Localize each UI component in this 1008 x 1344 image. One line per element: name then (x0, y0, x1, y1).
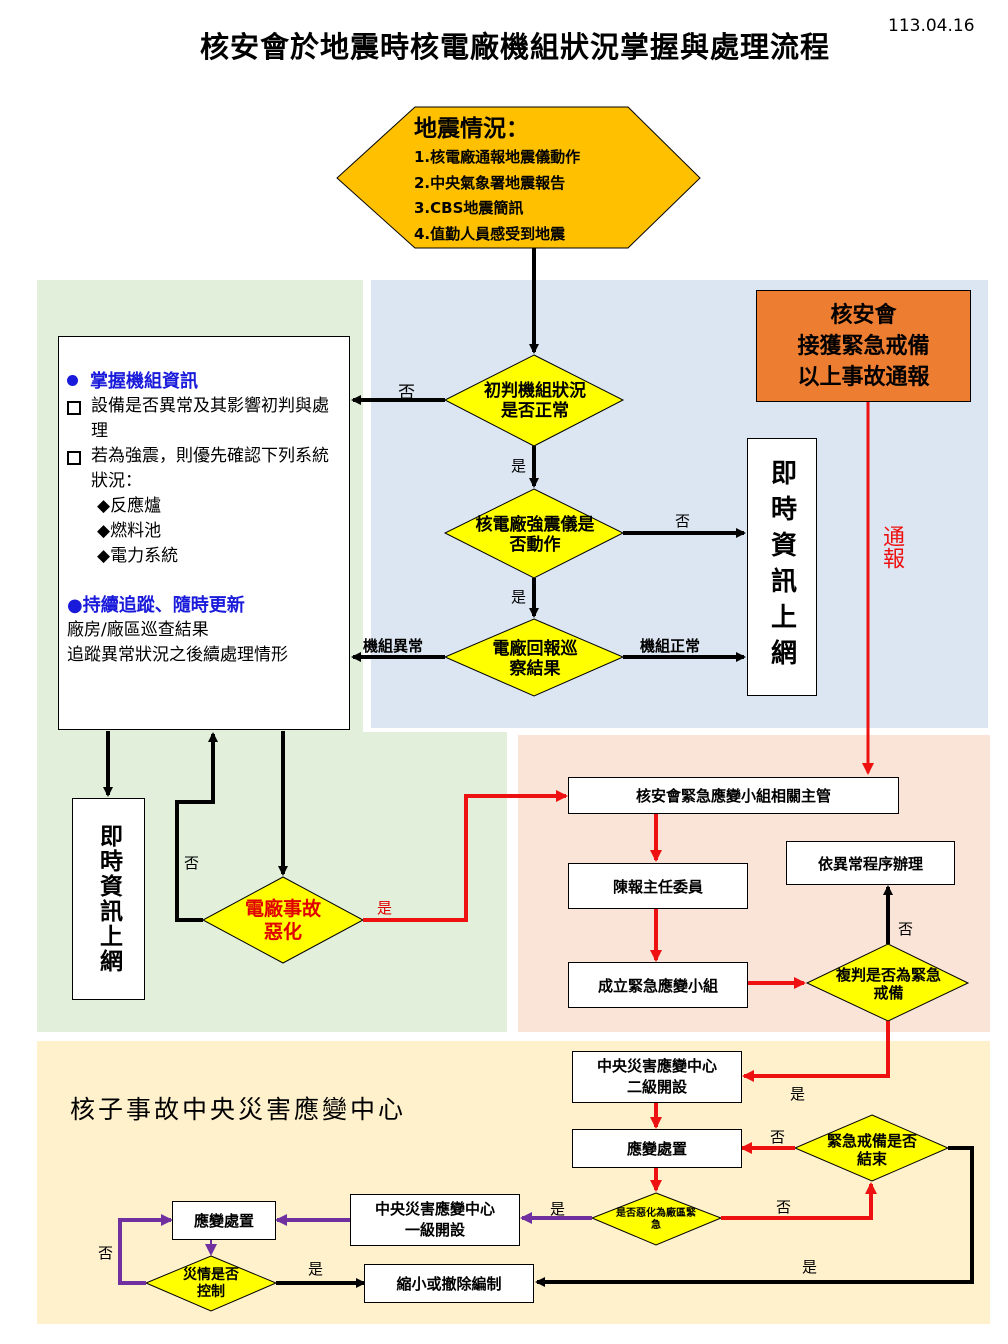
arrow-worsen-site-no (721, 1182, 877, 1220)
label-no: 否 (776, 1198, 792, 1216)
start-hexagon (336, 106, 701, 249)
diamond-recheck-alert (805, 943, 970, 1022)
realtime-online-box-left: 即時資訊上網 (72, 798, 145, 1000)
info-line: 廠房/廠區巡查結果 (67, 620, 209, 640)
diamond-initial-check (443, 354, 625, 447)
document-date: 113.04.16 (888, 16, 975, 36)
diamond-alert-ended (793, 1114, 950, 1182)
nsc-notified-box: 核安會 接獲緊急戒備 以上事故通報 (756, 290, 971, 402)
label-no: 否 (98, 1244, 114, 1262)
label-yes: 是 (308, 1260, 324, 1278)
response-action-box-1: 應變處置 (572, 1129, 742, 1168)
start-item: 2.中央氣象署地震報告 (414, 173, 566, 192)
info-item: 若為強震，則優先確認下列系統狀況： (67, 444, 339, 494)
label-yes: 是 (377, 899, 393, 917)
arrow-recheck-yes (742, 1021, 890, 1082)
info-section-title: ●持續追蹤、隨時更新 (67, 595, 245, 616)
system-item: ◆電力系統 (97, 546, 179, 566)
center-level2-box: 中央災害應變中心 二級開設 (572, 1051, 742, 1103)
diamond-seismometer (443, 488, 625, 579)
label-notify: 通報 (879, 525, 904, 569)
abnormal-procedure-box: 依異常程序辦理 (786, 841, 955, 885)
form-team-box: 成立緊急應變小組 (568, 962, 748, 1008)
start-item: 4.值勤人員感受到地震 (414, 224, 566, 243)
bullet-icon (67, 375, 78, 386)
arrow-worsen-yes (363, 790, 568, 922)
label-unit-abnormal: 機組異常 (363, 637, 424, 655)
start-item: 1.核電廠通報地震儀動作 (414, 148, 581, 166)
arrow-alert-ended-yes (535, 1146, 974, 1287)
downsize-box: 縮小或撤除編制 (364, 1264, 534, 1303)
arrow-controlled-no-loop (118, 1214, 173, 1285)
label-no: 否 (184, 854, 200, 872)
diamond-disaster-controlled (144, 1255, 278, 1312)
diamond-plant-worsen (201, 876, 365, 964)
realtime-online-box-right: 即時資訊上網 (747, 438, 817, 696)
unit-info-panel: 掌握機組資訊 設備是否異常及其影響初判與處理 若為強震，則優先確認下列系統狀況：… (58, 336, 350, 730)
checkbox-square-icon (67, 401, 81, 415)
diamond-plant-report (443, 618, 625, 697)
label-no: 否 (770, 1128, 786, 1146)
start-heading: 地震情況： (414, 116, 529, 142)
label-yes: 是 (790, 1085, 806, 1103)
label-no: 否 (898, 920, 914, 938)
system-item: ◆燃料池 (97, 521, 162, 541)
info-item: 設備是否異常及其影響初判與處理 (67, 394, 339, 444)
label-no: 否 (675, 512, 691, 530)
response-action-box-2: 應變處置 (172, 1201, 276, 1240)
report-chairman-box: 陳報主任委員 (568, 863, 748, 909)
label-yes: 是 (511, 457, 527, 475)
nsc-supervisors-box: 核安會緊急應變小組相關主管 (568, 777, 899, 814)
arrow-worsen-no-loop (175, 732, 218, 922)
label-no: 否 (398, 383, 415, 403)
start-item: 3.CBS地震簡訊 (414, 199, 524, 217)
label-yes: 是 (550, 1200, 566, 1218)
label-unit-normal: 機組正常 (640, 637, 701, 655)
checkbox-square-icon (67, 451, 81, 465)
page-title: 核安會於地震時核電廠機組狀況掌握與處理流程 (199, 30, 830, 64)
diamond-worsen-site (590, 1192, 723, 1246)
info-section-title: 掌握機組資訊 (67, 369, 339, 394)
start-event: 地震情況： 1.核電廠通報地震儀動作 2.中央氣象署地震報告 3.CBS地震簡訊… (414, 113, 654, 247)
info-line: 追蹤異常狀況之後續處理情形 (67, 645, 288, 665)
center-level1-box: 中央災害應變中心 一級開設 (350, 1194, 520, 1246)
system-item: ◆反應爐 (97, 496, 162, 516)
label-yes: 是 (511, 588, 527, 606)
central-center-title: 核子事故中央災害應變中心 (70, 1095, 407, 1124)
label-yes: 是 (802, 1258, 818, 1276)
